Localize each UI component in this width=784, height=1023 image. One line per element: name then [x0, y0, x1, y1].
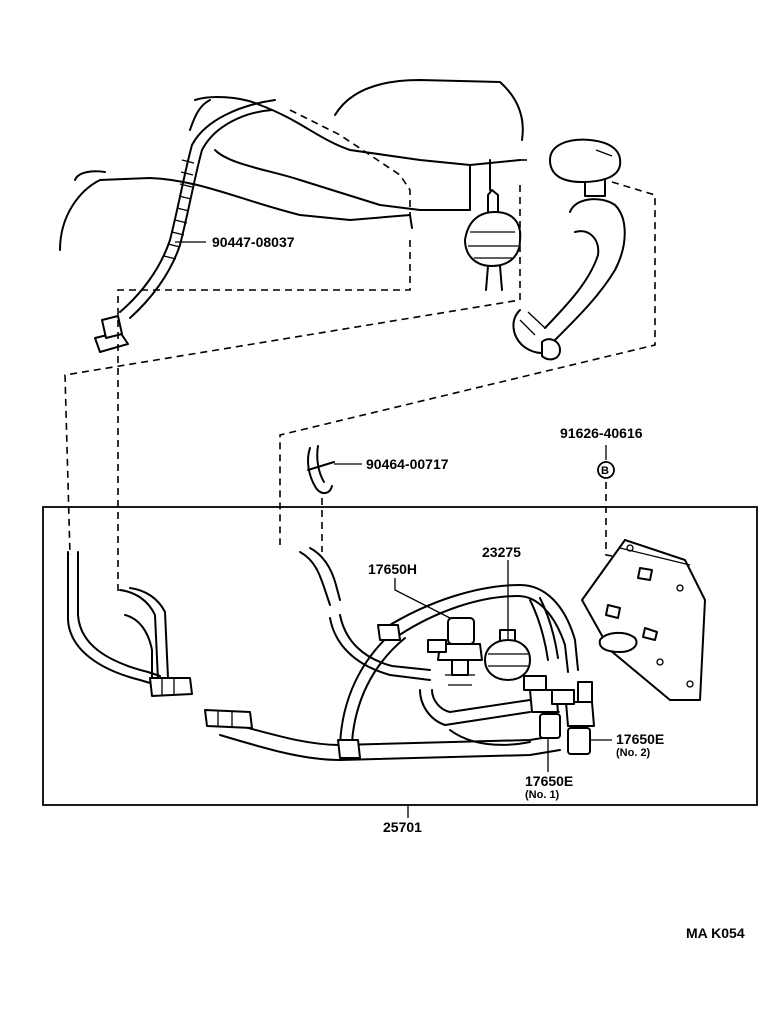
label-assembly: 25701: [383, 819, 422, 835]
diagram-code: MA K054: [686, 925, 745, 941]
egr-pipe: [512, 198, 626, 361]
engine-outline: [59, 79, 532, 251]
egr-valve: [549, 138, 622, 197]
label-bolt: 91626-40616: [560, 425, 643, 441]
label-vsv-17650e-no1-sub: (No. 1): [525, 789, 560, 801]
label-vsv-17650e-no2: 17650E: [616, 731, 664, 747]
bracket-plate: [581, 539, 706, 701]
label-leaders: [175, 241, 612, 818]
modulator-23275: [484, 629, 531, 681]
vsv-17650h: [427, 617, 483, 686]
upper-hose: [94, 99, 276, 353]
label-vsv-17650h: 17650H: [368, 561, 417, 577]
leader-lines: [64, 181, 656, 595]
label-clip: 90464-00717: [366, 456, 449, 472]
label-bolt-marker: B: [601, 465, 609, 477]
bolt-marker: [597, 461, 615, 479]
label-vsv-17650e-no2-sub: (No. 2): [616, 747, 651, 759]
actuator-top: [464, 159, 522, 291]
left-hose-connector: [67, 551, 193, 697]
clip-part: [307, 445, 335, 494]
assembly-box: [42, 506, 758, 806]
label-hose-clamp: 90447-08037: [212, 234, 295, 250]
label-modulator: 23275: [482, 544, 521, 560]
main-hose-bundle: [204, 547, 579, 761]
label-vsv-17650e-no1: 17650E: [525, 773, 573, 789]
vsv-17650e-no1: [523, 675, 561, 739]
vsv-17650e-no2: [551, 681, 595, 755]
